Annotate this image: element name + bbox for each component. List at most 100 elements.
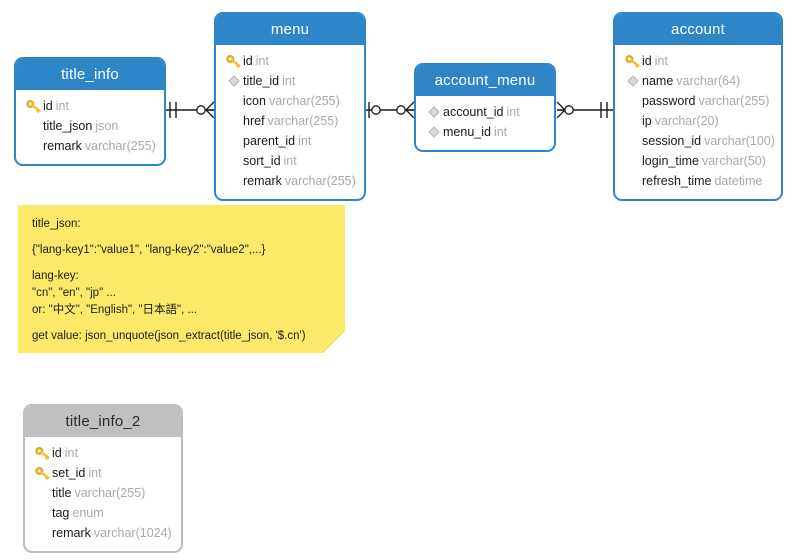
column-type: varchar(100) <box>704 134 775 148</box>
column-type: varchar(255) <box>698 94 770 108</box>
no-icon <box>33 485 52 501</box>
entity-menu-columns: id int title_id int icon varchar(255) h <box>216 45 364 199</box>
column-row[interactable]: refresh_time datetime <box>615 171 781 191</box>
column-name: title_id <box>243 74 280 88</box>
entity-menu-title: menu <box>216 14 364 45</box>
column-row[interactable]: id int <box>615 51 781 71</box>
column-name: title_json <box>43 119 93 133</box>
key-icon <box>33 465 52 481</box>
column-type: int <box>255 54 269 68</box>
column-name: refresh_time <box>642 174 712 188</box>
no-icon <box>623 133 642 149</box>
note-line: or: "中文", "English", "日本語", ... <box>32 304 198 316</box>
column-row[interactable]: set_id int <box>25 463 181 483</box>
column-type: int <box>88 466 102 480</box>
column-name: ip <box>642 114 652 128</box>
column-name: remark <box>243 174 282 188</box>
key-icon <box>224 53 243 69</box>
diamond-icon <box>623 73 642 89</box>
column-name: name <box>642 74 674 88</box>
entity-account-columns: id int name varchar(64) password varchar… <box>615 45 781 199</box>
column-name: title <box>52 486 72 500</box>
no-icon <box>224 133 243 149</box>
no-icon <box>224 113 243 129</box>
relationship-account_menu-account <box>553 96 617 124</box>
diamond-icon <box>424 124 443 140</box>
column-row[interactable]: remark varchar(1024) <box>25 523 181 543</box>
column-type: enum <box>72 506 104 520</box>
key-icon <box>24 98 43 114</box>
column-row[interactable]: title_id int <box>216 71 364 91</box>
column-row[interactable]: ip varchar(20) <box>615 111 781 131</box>
column-type: varchar(1024) <box>93 526 172 540</box>
column-row[interactable]: id int <box>216 51 364 71</box>
column-name: id <box>52 446 62 460</box>
column-row[interactable]: password varchar(255) <box>615 91 781 111</box>
entity-title_info-columns: id int title_json json remark varchar(25… <box>16 90 164 164</box>
diamond-icon <box>424 104 443 120</box>
column-type: varchar(64) <box>676 74 741 88</box>
note-line: title_json: <box>32 218 81 230</box>
column-name: remark <box>52 526 91 540</box>
column-row[interactable]: menu_id int <box>416 122 554 142</box>
key-icon <box>33 445 52 461</box>
no-icon <box>623 153 642 169</box>
column-type: varchar(255) <box>267 114 339 128</box>
no-icon <box>224 153 243 169</box>
column-row[interactable]: icon varchar(255) <box>216 91 364 111</box>
column-row[interactable]: tag enum <box>25 503 181 523</box>
entity-menu[interactable]: menu id int <box>214 12 366 201</box>
entity-title_info_2-title: title_info_2 <box>25 406 181 437</box>
no-icon <box>623 113 642 129</box>
key-icon <box>623 53 642 69</box>
column-type: varchar(50) <box>701 154 766 168</box>
column-type: int <box>64 446 78 460</box>
column-name: menu_id <box>443 125 491 139</box>
note-line: "cn", "en", "jp" ... <box>32 287 116 299</box>
entity-title_info[interactable]: title_info id int title_json json <box>14 57 166 166</box>
column-name: password <box>642 94 696 108</box>
column-row[interactable]: parent_id int <box>216 131 364 151</box>
column-row[interactable]: account_id int <box>416 102 554 122</box>
column-type: varchar(255) <box>84 139 156 153</box>
entity-title_info-title: title_info <box>16 59 164 90</box>
column-type: varchar(255) <box>268 94 340 108</box>
column-name: sort_id <box>243 154 281 168</box>
column-type: int <box>282 74 296 88</box>
column-row[interactable]: href varchar(255) <box>216 111 364 131</box>
entity-account_menu[interactable]: account_menu account_id int menu_id <box>414 63 556 152</box>
no-icon <box>224 93 243 109</box>
no-icon <box>24 118 43 134</box>
column-name: remark <box>43 139 82 153</box>
column-row[interactable]: title_json json <box>16 116 164 136</box>
column-row[interactable]: id int <box>16 96 164 116</box>
note-line: {"lang-key1":"value1", "lang-key2":"valu… <box>32 244 266 256</box>
note-line: lang-key: <box>32 270 79 282</box>
column-row[interactable]: login_time varchar(50) <box>615 151 781 171</box>
note-fold-corner-icon <box>323 331 345 353</box>
entity-account_menu-columns: account_id int menu_id int <box>416 96 554 150</box>
column-name: session_id <box>642 134 702 148</box>
column-name: href <box>243 114 265 128</box>
column-row[interactable]: remark varchar(255) <box>16 136 164 156</box>
column-name: parent_id <box>243 134 296 148</box>
column-row[interactable]: id int <box>25 443 181 463</box>
entity-account-title: account <box>615 14 781 45</box>
note-title-json[interactable]: title_json: {"lang-key1":"value1", "lang… <box>18 205 345 353</box>
column-row[interactable]: name varchar(64) <box>615 71 781 91</box>
column-row[interactable]: remark varchar(255) <box>216 171 364 191</box>
column-name: id <box>43 99 53 113</box>
column-row[interactable]: sort_id int <box>216 151 364 171</box>
column-type: int <box>654 54 668 68</box>
entity-account[interactable]: account id int <box>613 12 783 201</box>
column-type: int <box>283 154 297 168</box>
column-type: varchar(255) <box>74 486 146 500</box>
column-type: varchar(255) <box>284 174 356 188</box>
column-type: int <box>298 134 312 148</box>
entity-account_menu-title: account_menu <box>416 65 554 96</box>
column-row[interactable]: session_id varchar(100) <box>615 131 781 151</box>
entity-title_info_2[interactable]: title_info_2 id int <box>23 404 183 553</box>
column-name: id <box>642 54 652 68</box>
column-row[interactable]: title varchar(255) <box>25 483 181 503</box>
